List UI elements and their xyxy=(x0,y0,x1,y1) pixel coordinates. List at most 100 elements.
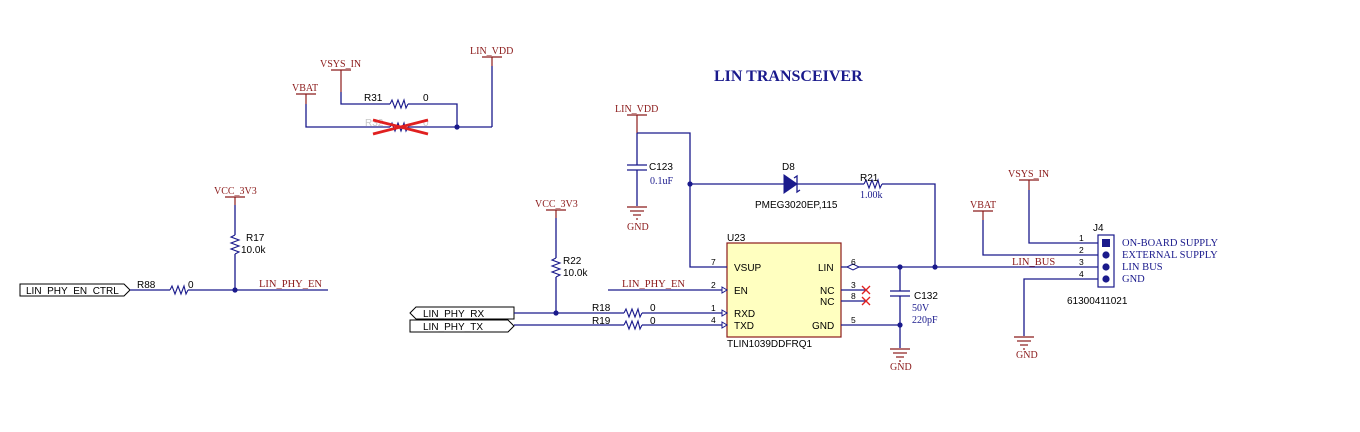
vcc-3v3-mid-label: VCC_3V3 xyxy=(535,199,578,210)
r21-resistor xyxy=(863,178,883,190)
lin-vdd-top-label: LIN_VDD xyxy=(470,46,513,57)
r18-value: 0 xyxy=(650,303,656,314)
r32-ref: R32 xyxy=(365,118,384,129)
r21-ref: R21 xyxy=(860,173,879,184)
u23-body xyxy=(726,242,842,338)
vbat-top-label: VBAT xyxy=(292,83,318,94)
junction-gnd-c132 xyxy=(897,322,903,328)
r19-value: 0 xyxy=(650,316,656,327)
r88-resistor xyxy=(169,284,189,296)
lin-phy-en-mid-net: LIN_PHY_EN xyxy=(622,279,685,290)
gnd-j4-label: GND xyxy=(1016,350,1038,361)
j4-pin3-label: LIN BUS xyxy=(1122,262,1163,273)
r32-dnp-cross-mark xyxy=(372,118,429,136)
enable-control-block: VCC_3V3 R17 10.0k LIN_PHY_EN_CTRL R88 0 … xyxy=(19,186,328,297)
vbat-right-label: VBAT xyxy=(970,200,996,211)
supply-block: LIN_VDD C123 0.1uF GND D8 PMEG3020EP,115… xyxy=(615,104,936,268)
r17-value: 10.0k xyxy=(241,245,266,256)
lin-vdd-cap-label: LIN_VDD xyxy=(615,104,658,115)
u23-pin-en-name: EN xyxy=(734,286,748,297)
junction-lin-r21 xyxy=(932,264,938,270)
j4-pin2-label: EXTERNAL SUPPLY xyxy=(1122,250,1218,261)
r31-resistor xyxy=(389,98,409,110)
c132-voltage: 50V xyxy=(912,303,930,314)
u23-pin-lin-num: 6 xyxy=(851,257,856,267)
u23-pin-lin-arrow xyxy=(845,263,861,271)
u23-pin-nc8-name: NC xyxy=(820,297,834,308)
u23-pin-txd-arrow xyxy=(721,321,728,329)
r31-value: 0 xyxy=(423,93,429,104)
nc3-no-connect-mark xyxy=(861,285,871,295)
j4-pin4-label: GND xyxy=(1122,274,1145,285)
r31-right-wire xyxy=(408,103,458,127)
c132-value: 220pF xyxy=(912,315,938,326)
r19-ref: R19 xyxy=(592,316,611,327)
r17-ref: R17 xyxy=(246,233,265,244)
u23-pin-rxd-name: RXD xyxy=(734,309,755,320)
u23-pin-gnd-num: 5 xyxy=(851,315,856,325)
r32-left-wire xyxy=(305,104,390,128)
lin-bus-net: LIN_BUS xyxy=(1012,257,1055,268)
j4-body xyxy=(1097,234,1115,288)
c123-ref: C123 xyxy=(649,162,673,173)
lin-bus-block: LIN_BUS C132 50V 220pF GND xyxy=(890,257,1100,373)
u23-pin-vsup-name: VSUP xyxy=(734,263,762,274)
u23-pin-nc8-num: 8 xyxy=(851,291,856,301)
r19-resistor xyxy=(623,319,643,331)
j4-pin3-num: 3 xyxy=(1079,257,1084,267)
u23-pin-nc3-name: NC xyxy=(820,286,834,297)
vsys-in-right-label: VSYS_IN xyxy=(1008,169,1049,180)
lin-phy-en-left-net: LIN_PHY_EN xyxy=(259,279,322,290)
vsup-wire xyxy=(637,132,700,268)
j4-pin4-wire xyxy=(1023,278,1100,336)
d8-value: PMEG3020EP,115 xyxy=(755,200,838,211)
u23-pin-en-arrow xyxy=(721,286,728,294)
junction-r31-r32 xyxy=(454,124,460,130)
r88-ref: R88 xyxy=(137,280,156,291)
junction-r22-rx xyxy=(553,310,559,316)
d8-ref: D8 xyxy=(782,162,795,173)
gnd-c132-symbol xyxy=(890,348,910,362)
d8-diode-body xyxy=(783,174,798,194)
u23-pin-txd-num: 4 xyxy=(711,315,716,325)
r32-value: 0 xyxy=(423,118,429,129)
u23-pin-rxd-arrow xyxy=(721,309,728,317)
r22-ref: R22 xyxy=(563,256,582,267)
u23-transceiver: U23 TLIN1039DDFRQ1 VSUP EN RXD TXD 7 2 1… xyxy=(700,233,900,350)
u23-part: TLIN1039DDFRQ1 xyxy=(727,339,812,350)
j4-pin2-wire xyxy=(982,220,1100,256)
u23-pin-lin-name: LIN xyxy=(818,263,834,274)
u23-pin-vsup-num: 7 xyxy=(711,257,716,267)
rx-tx-block: VCC_3V3 R22 10.0k LIN_PHY_RX LIN_PHY_TX … xyxy=(409,199,700,333)
junction-r17-r88 xyxy=(232,287,238,293)
lin-phy-en-ctrl-port-label: LIN_PHY_EN_CTRL xyxy=(26,286,119,297)
r31-ref: R31 xyxy=(364,93,383,104)
j4-pin3-circle xyxy=(1102,263,1110,271)
r31-left-wire xyxy=(340,92,390,105)
j4-part: 61300411021 xyxy=(1067,296,1128,307)
j4-pin1-wire xyxy=(1028,190,1100,244)
lin-phy-en-ctrl-port xyxy=(19,283,131,297)
j4-pin2-num: 2 xyxy=(1079,245,1084,255)
power-select-block: VSYS_IN LIN_VDD VBAT R31 0 R32 0 xyxy=(292,46,513,136)
r88-value: 0 xyxy=(188,280,194,291)
u23-pin-nc3-num: 3 xyxy=(851,280,856,290)
vcc-3v3-left-label: VCC_3V3 xyxy=(214,186,257,197)
j4-pin2-circle xyxy=(1102,251,1110,259)
lin-phy-tx-port xyxy=(409,319,515,333)
nc8-no-connect-mark xyxy=(861,296,871,306)
c123-value: 0.1uF xyxy=(650,176,674,187)
r17-resistor xyxy=(229,234,241,255)
j4-ref: J4 xyxy=(1093,223,1104,234)
j4-pin1-num: 1 xyxy=(1079,233,1084,243)
r18-resistor xyxy=(623,307,643,319)
r21-right-wire xyxy=(882,183,936,267)
j4-pin4-num: 4 xyxy=(1079,269,1084,279)
c132-ref: C132 xyxy=(914,291,938,302)
r22-resistor xyxy=(550,257,562,278)
u23-ref: U23 xyxy=(727,233,746,244)
vsys-in-top-label: VSYS_IN xyxy=(320,59,361,70)
gnd-c123-symbol xyxy=(627,206,647,220)
j4-pin1-label: ON-BOARD SUPPLY xyxy=(1122,238,1219,249)
